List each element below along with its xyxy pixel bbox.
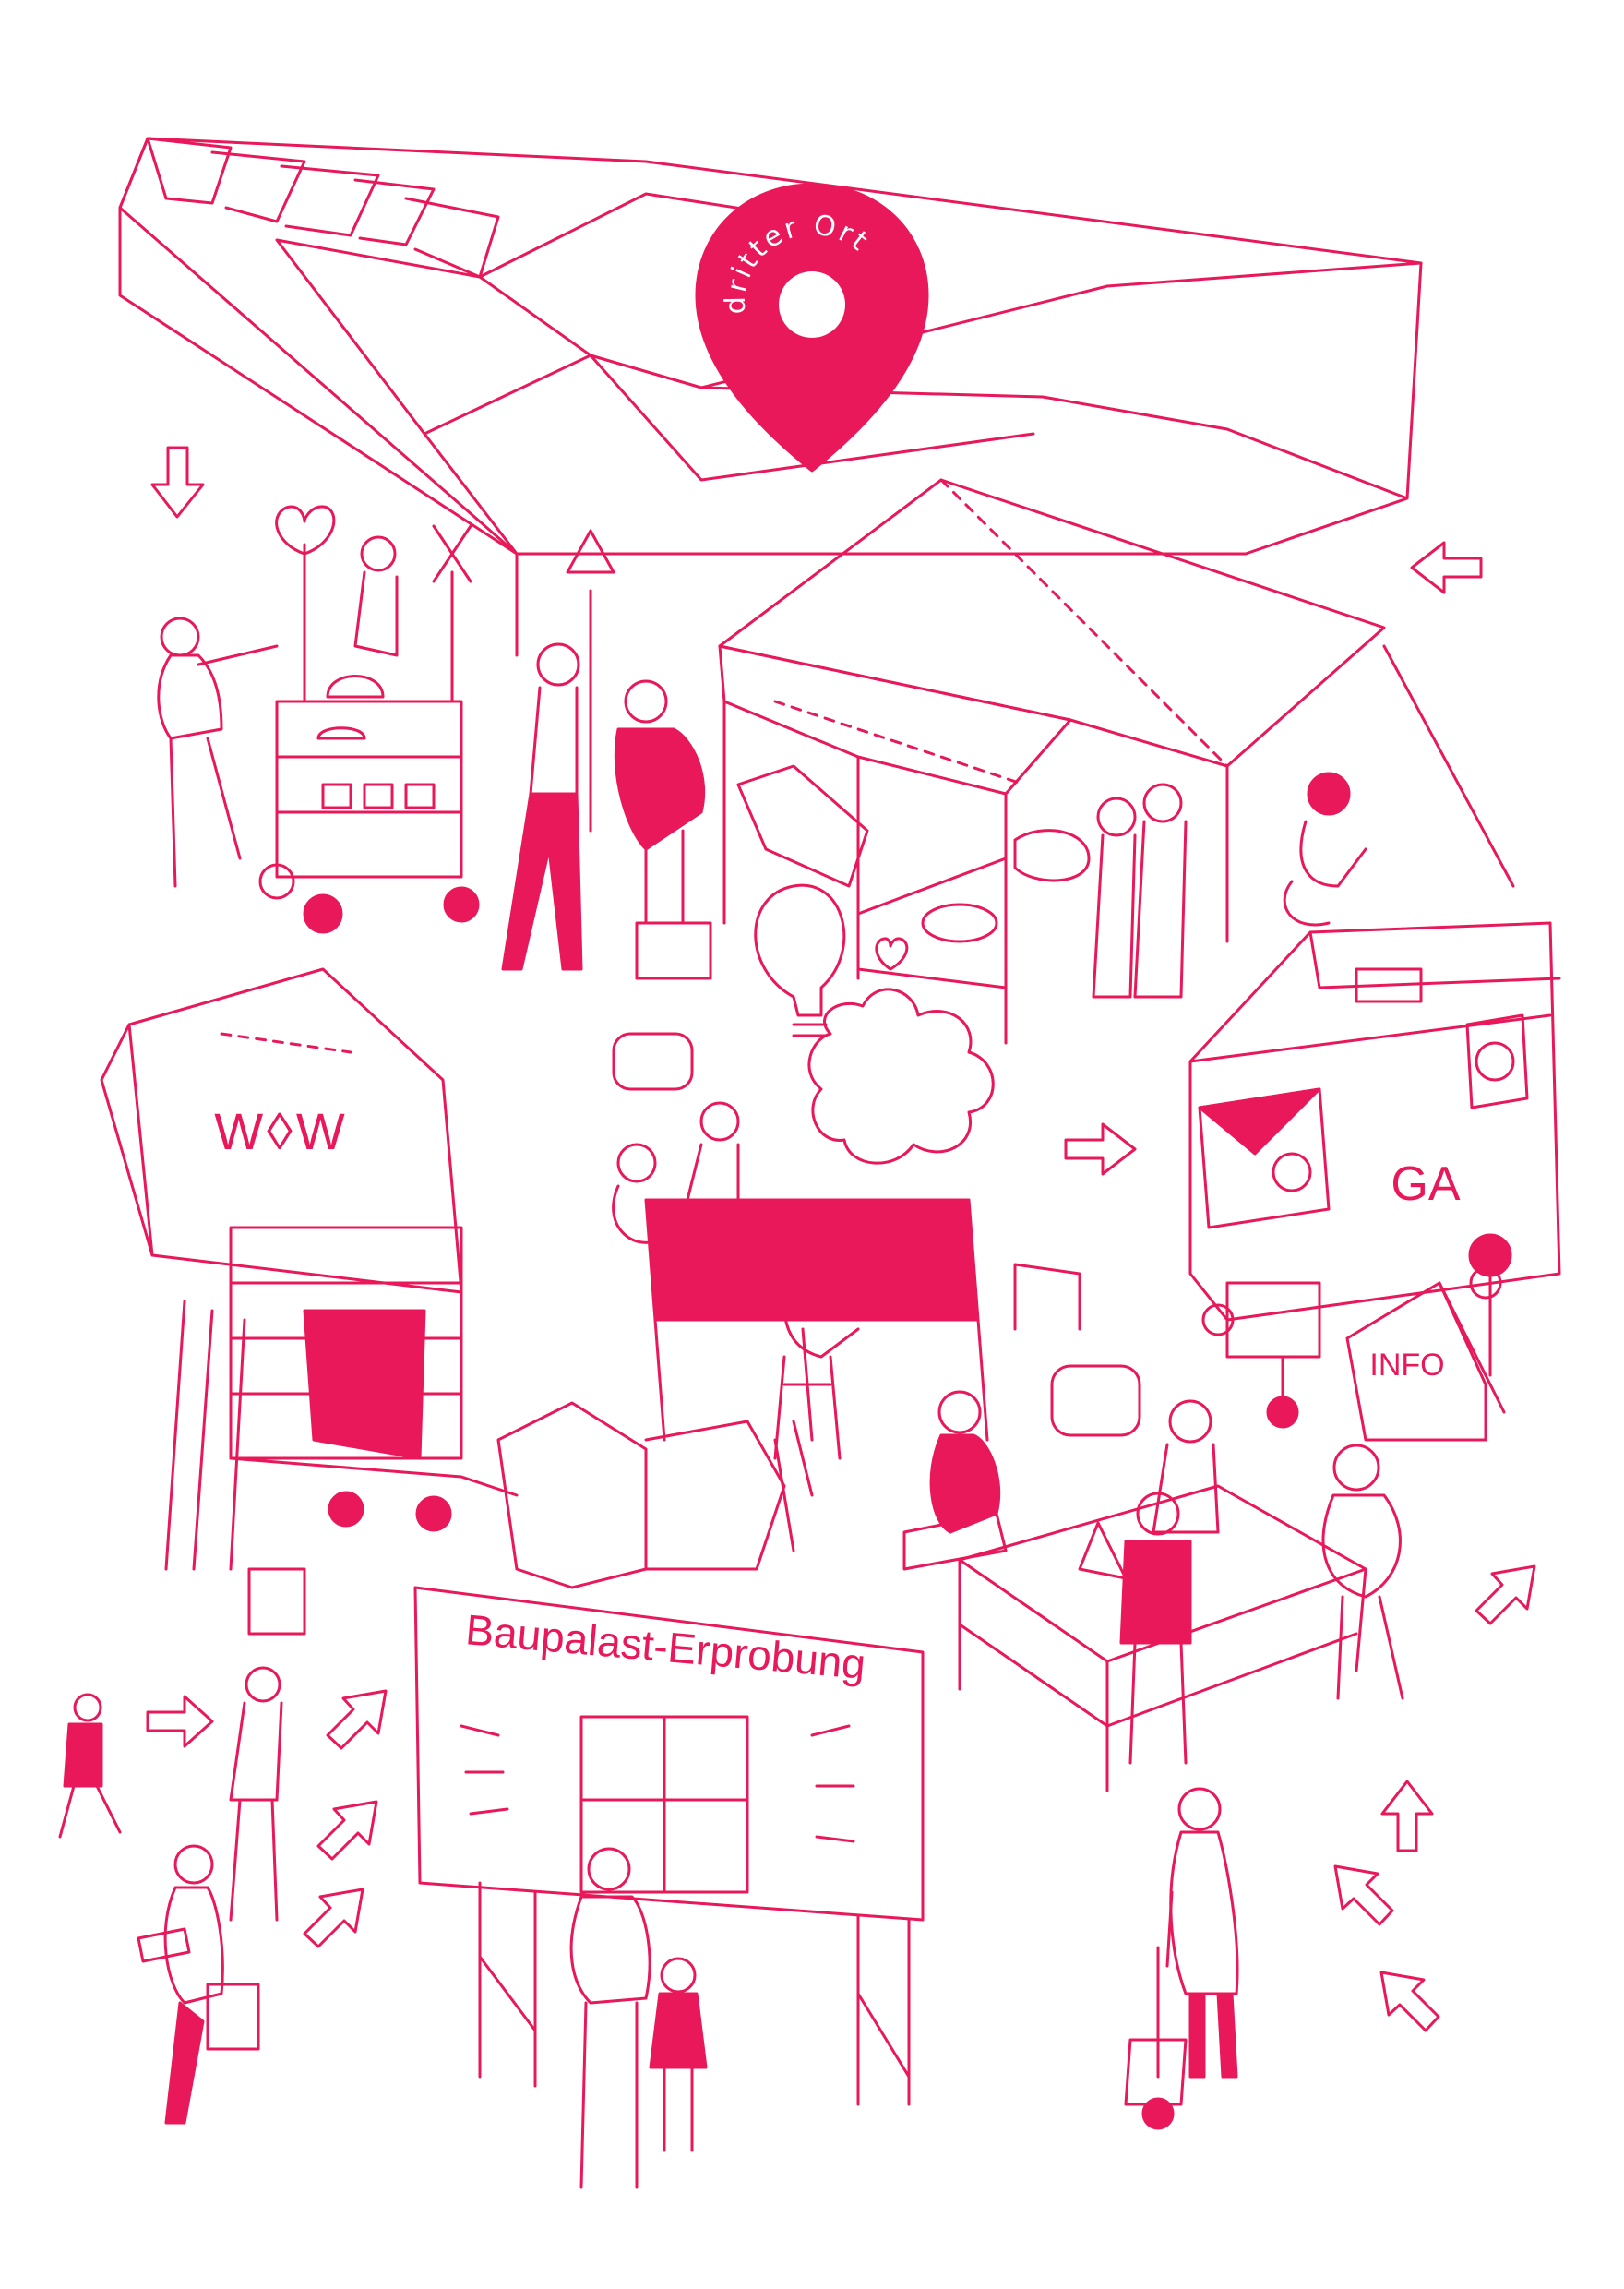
camper-van: GA: [1188, 921, 1561, 1429]
arrow-icon: [146, 1695, 214, 1748]
billboard-title: Baupalast-Erprobung: [464, 1605, 868, 1688]
wow-stall-label: W◊W: [214, 1102, 348, 1160]
food-cart: [258, 505, 615, 934]
arrow-icon: [1380, 1780, 1434, 1852]
arrow-icon: [326, 1689, 388, 1750]
people-group-top-left: [157, 617, 712, 980]
info-sign: INFO: [1345, 1281, 1506, 1442]
cross-sign-icon: [432, 524, 472, 583]
wow-stall: W◊W: [100, 967, 814, 1636]
canopy-tent: [718, 478, 1515, 1045]
location-pin-icon: dritter Ort: [695, 183, 929, 473]
heart-icon: [875, 937, 909, 971]
arrow-icon: [1333, 1864, 1394, 1926]
triangle-sign-icon: [566, 529, 615, 574]
triangle-icon: [1078, 1521, 1128, 1580]
craft-table: [612, 1101, 1081, 1460]
arrow-icon: [303, 1888, 364, 1948]
arrows: [146, 446, 1536, 2032]
people-bottom-left: [58, 1666, 283, 2125]
arrow-icon: [150, 446, 205, 519]
arrow-icon: [1064, 1122, 1137, 1176]
lightbulb-icon: [754, 883, 846, 1017]
heart-sign-icon: [275, 505, 336, 556]
arrow-icon: [1475, 1564, 1536, 1625]
person-with-trolley: [1124, 1787, 1239, 2130]
building: [118, 137, 1423, 657]
arrow-icon: [1379, 1971, 1440, 2032]
info-sign-label: INFO: [1369, 1348, 1444, 1383]
van-label: GA: [1391, 1157, 1460, 1211]
billboard: Baupalast-Erprobung: [413, 1586, 925, 2189]
workshop-table: [902, 1390, 1404, 1792]
arrow-icon: [1410, 541, 1483, 594]
ideas-cluster: [612, 883, 1141, 1437]
arrow-icon: [316, 1800, 378, 1861]
